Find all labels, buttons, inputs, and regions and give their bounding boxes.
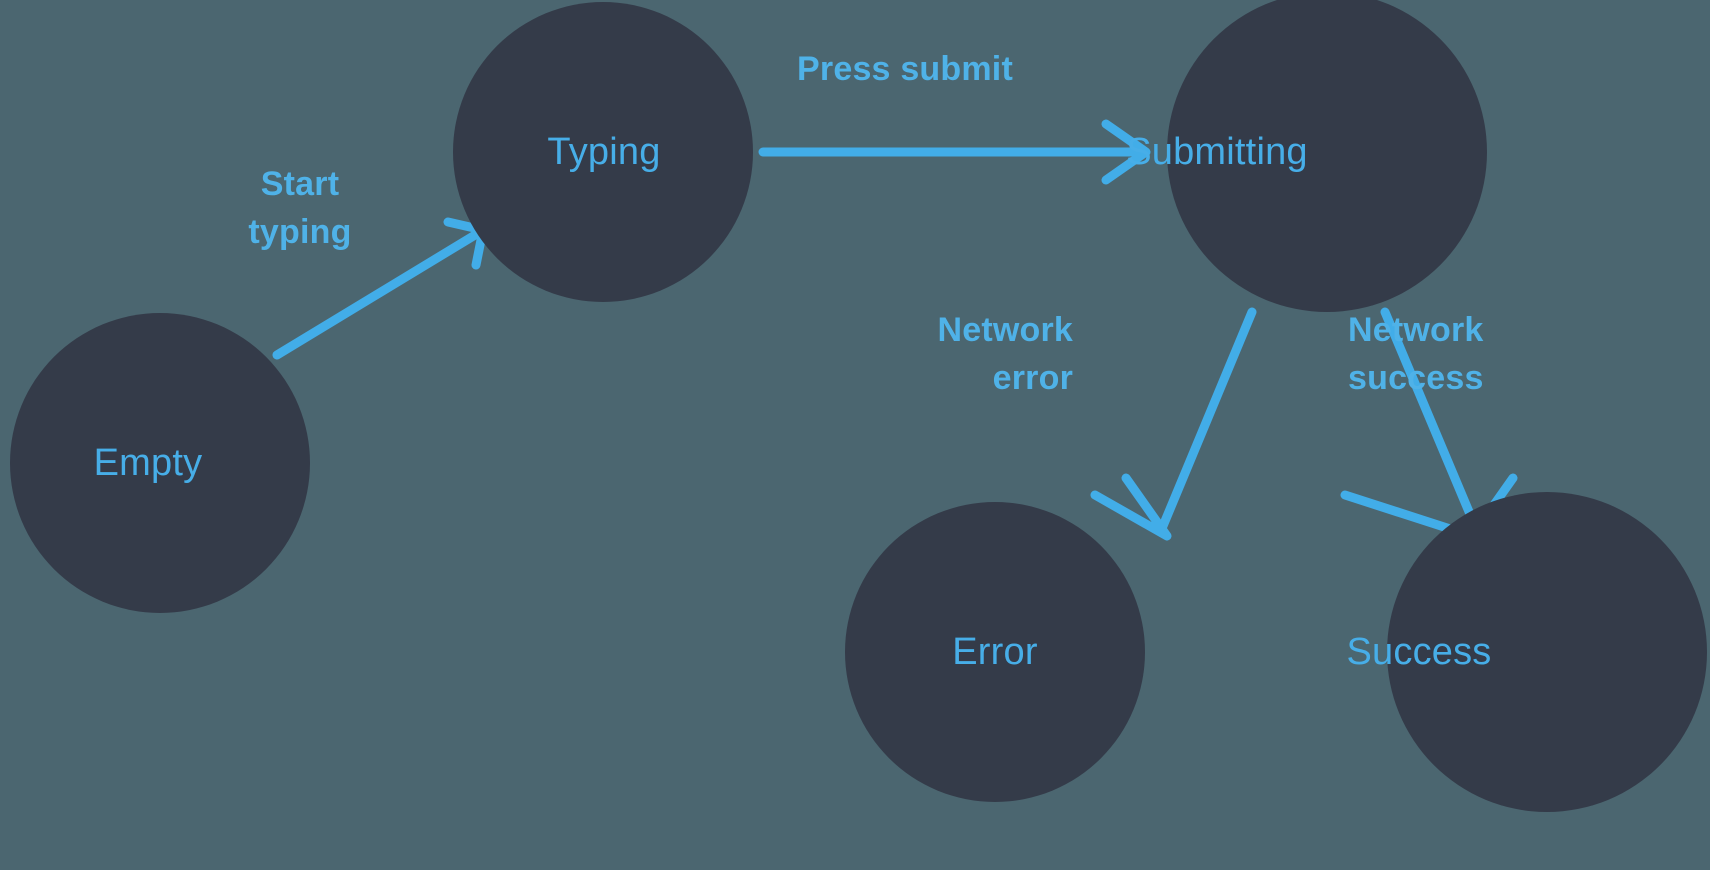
state-node-empty[interactable]: Empty bbox=[10, 313, 310, 613]
state-node-success[interactable]: Success bbox=[1346, 492, 1707, 812]
edge-label-network-error: Network error bbox=[937, 311, 1073, 397]
edge-label-line: error bbox=[993, 359, 1073, 397]
state-circle-success bbox=[1387, 492, 1707, 812]
state-node-submitting[interactable]: Submitting bbox=[1126, 0, 1487, 312]
edge-line-start-typing bbox=[272, 227, 485, 360]
edge-line-network-error bbox=[1158, 307, 1257, 531]
arrowhead-icon-press-submit bbox=[1101, 119, 1151, 185]
state-label-empty: Empty bbox=[94, 442, 203, 484]
state-node-error[interactable]: Error bbox=[845, 502, 1145, 802]
edge-label-line: Press submit bbox=[797, 50, 1013, 88]
state-label-success: Success bbox=[1346, 631, 1491, 673]
state-circle-empty bbox=[10, 313, 310, 613]
edge-line-network-success bbox=[1380, 307, 1480, 531]
edge-label-line: typing bbox=[248, 213, 351, 251]
state-node-typing[interactable]: Typing bbox=[453, 2, 753, 302]
edge-label-start-typing: Start typing bbox=[248, 165, 351, 251]
state-label-error: Error bbox=[952, 631, 1038, 673]
edge-label-line: Network bbox=[937, 311, 1073, 349]
edge-label-line: Start bbox=[261, 165, 339, 203]
edge-press-submit[interactable] bbox=[758, 119, 1151, 185]
state-circle-typing bbox=[453, 2, 753, 302]
state-circle-submitting bbox=[1167, 0, 1487, 312]
state-label-submitting: Submitting bbox=[1126, 131, 1308, 173]
edge-network-error[interactable] bbox=[1090, 307, 1257, 541]
edge-label-line: success bbox=[1348, 359, 1484, 397]
edge-label-line: Network bbox=[1348, 311, 1484, 349]
edge-label-network-success: Network success bbox=[1348, 311, 1484, 397]
state-circle-error bbox=[845, 502, 1145, 802]
state-label-typing: Typing bbox=[547, 131, 660, 173]
arrowhead-icon-network-error bbox=[1090, 473, 1172, 541]
edge-label-press-submit: Press submit bbox=[797, 50, 1013, 88]
